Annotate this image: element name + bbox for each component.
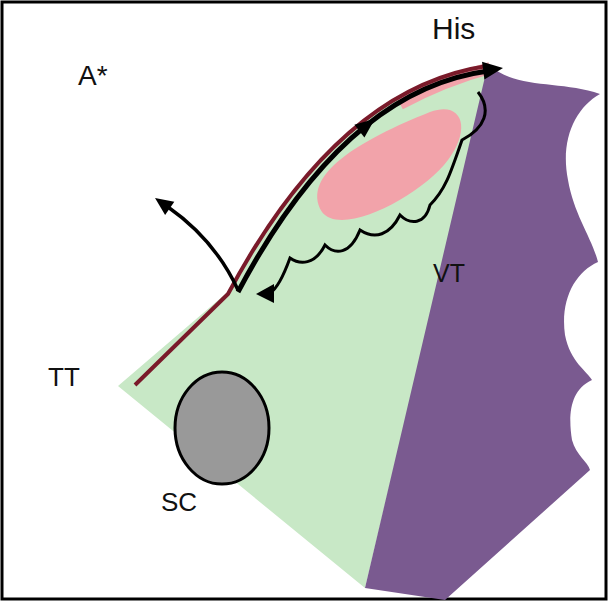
- atrial-arrow: [168, 207, 238, 290]
- wavy-arrow: [270, 92, 485, 293]
- arrowhead: [256, 284, 274, 303]
- region-name: VT: [433, 261, 465, 286]
- his-label: His: [432, 14, 475, 44]
- pink-zone: [317, 109, 461, 220]
- atrial-label: A*: [78, 62, 108, 90]
- tendon-label: TT: [48, 364, 80, 390]
- red-line: [135, 66, 487, 385]
- arrowhead: [354, 119, 375, 138]
- arrowhead: [482, 62, 503, 80]
- sinus-ostium: [175, 372, 269, 484]
- arrowhead: [155, 198, 174, 215]
- region-name: SC: [161, 489, 198, 515]
- ostium-node: SC: [158, 486, 201, 518]
- conduction-line: [238, 71, 488, 292]
- ventricle-label-node: VT: [430, 258, 468, 289]
